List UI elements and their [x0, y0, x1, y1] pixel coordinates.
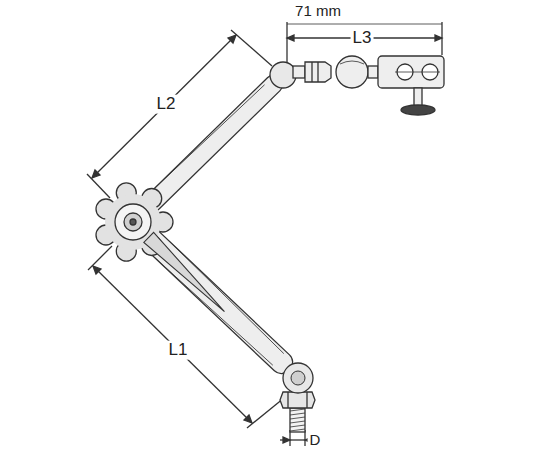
lower-arm [125, 214, 296, 378]
upper-joint [270, 62, 296, 88]
thread-stroke [290, 413, 305, 415]
base-stud [280, 392, 315, 432]
dimension-label: L1 [167, 341, 190, 360]
thread-stroke [290, 425, 305, 427]
dimension-label: L2 [155, 95, 178, 114]
lower-ball-joint [283, 363, 313, 393]
thread-stroke [290, 417, 305, 419]
thread-stroke [290, 429, 305, 431]
knob-lever [144, 232, 230, 316]
lower-joint-pin [291, 371, 305, 385]
thread-stroke [290, 409, 305, 411]
dimension-label: 71 mm [293, 3, 343, 20]
dimension-ticks [92, 35, 442, 443]
dimension-label: L3 [351, 29, 374, 48]
thread-stroke [290, 421, 305, 423]
dimension-label: D [308, 432, 323, 449]
clamp-head [293, 56, 444, 115]
